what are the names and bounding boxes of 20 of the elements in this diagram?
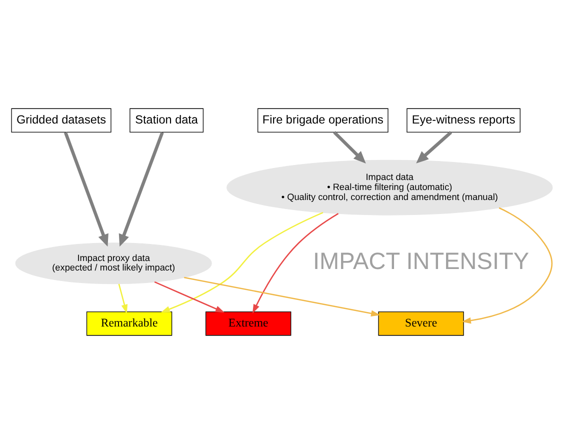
node-box: Severe [378, 312, 464, 336]
node-ellipse: Impact proxy data (expected / most likely impact) [15, 242, 212, 284]
arrow [462, 207, 553, 324]
node-box: Fire brigade operations [258, 108, 388, 132]
arrow [416, 131, 452, 164]
arrow [154, 281, 225, 313]
node-box: Eye-witness reports [406, 108, 520, 132]
arrow [184, 276, 380, 317]
node-box: Station data [130, 108, 204, 132]
arrow [333, 131, 366, 164]
arrow [160, 212, 324, 313]
node-box: Gridded datasets [11, 108, 112, 132]
arrow [118, 132, 164, 247]
arrow [118, 284, 128, 314]
node-box: Extreme [206, 312, 292, 336]
node-ellipse: Impact data • Real-time filtering (automatic) • Quality control, correction and amendment (manual) [226, 160, 553, 216]
label: IMPACT INTENSITY [312, 248, 530, 274]
node-box: Remarkable [86, 312, 172, 336]
arrow [252, 212, 339, 314]
arrow [64, 132, 108, 247]
